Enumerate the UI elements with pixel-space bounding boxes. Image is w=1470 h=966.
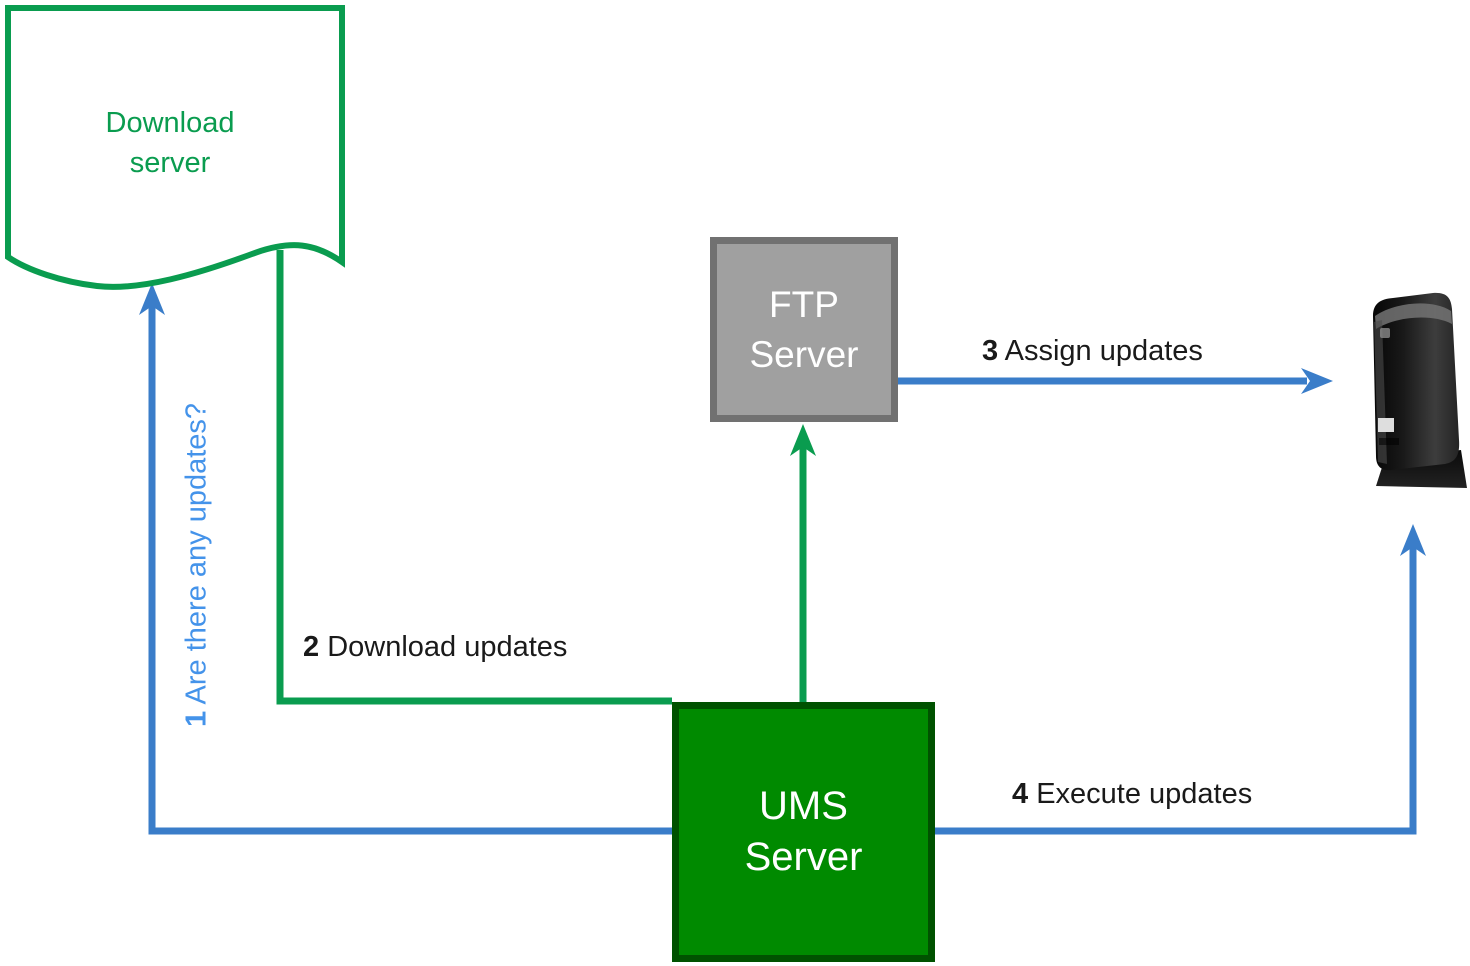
line-step2-download: [276, 250, 672, 705]
edge-label-step4-text: Execute updates: [1036, 778, 1253, 810]
edge-label-step2-text: Download updates: [327, 631, 568, 663]
thin-client-image: [1373, 292, 1467, 488]
node-ums-server: UMS Server: [672, 702, 935, 962]
edge-label-step1-text: Are there any updates?: [180, 402, 213, 705]
document-shape: [5, 5, 345, 290]
edge-label-step2-number: 2: [303, 631, 320, 663]
edge-label-step3-number: 3: [982, 335, 999, 367]
download-server-label-line1: Download: [105, 107, 235, 139]
download-server-label: Download server: [25, 103, 315, 183]
edge-label-step4: 4 Execute updates: [1012, 778, 1252, 811]
edge-label-step3-text: Assign updates: [1004, 335, 1203, 367]
ums-server-label-line2: Server: [744, 835, 863, 879]
arrow-step1-arrowhead-icon: [139, 283, 165, 315]
arrow-ums-to-ftp-arrowhead-icon: [790, 424, 816, 456]
edge-label-step1-number: 1: [180, 710, 213, 728]
arrow-step4-line: [935, 544, 1417, 835]
download-server-label-line2: server: [129, 147, 211, 179]
arrow-step1-line: [148, 303, 674, 835]
node-download-server: Download server: [0, 0, 350, 300]
ftp-server-label-line2: Server: [749, 333, 859, 375]
edge-label-step1: 1 Are there any updates?: [181, 403, 214, 727]
node-ftp-server: FTP Server: [710, 237, 898, 422]
arrow-step4-arrowhead-icon: [1400, 524, 1426, 556]
ums-server-label-line1: UMS: [759, 784, 848, 828]
arrow-step3-arrowhead-icon: [1301, 368, 1333, 394]
edge-label-step4-number: 4: [1012, 778, 1029, 810]
edge-label-step3: 3 Assign updates: [982, 335, 1203, 368]
thin-client-device: [1361, 290, 1467, 508]
edge-label-step2: 2 Download updates: [303, 631, 567, 664]
ftp-server-label-line1: FTP: [769, 283, 839, 325]
